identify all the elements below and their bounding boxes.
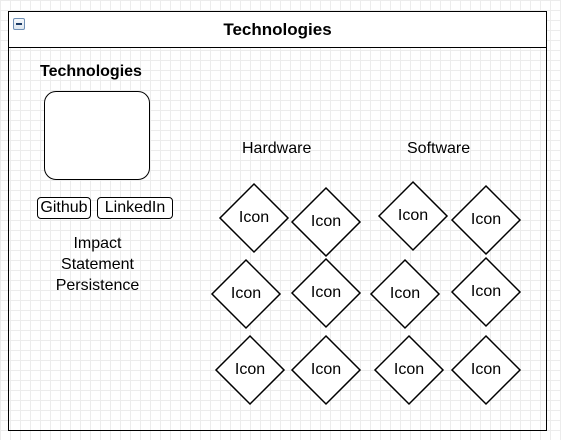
diamond-shape	[450, 256, 522, 328]
profile-image-placeholder	[44, 91, 150, 180]
hardware-icon-node[interactable]: Icon	[218, 182, 290, 254]
icon-label: Icon	[238, 209, 270, 226]
diamond-shape	[450, 334, 522, 406]
software-icon-node[interactable]: Icon	[369, 258, 441, 330]
diamond-shape	[290, 257, 362, 329]
container-header: Technologies	[9, 12, 546, 48]
icon-label: Icon	[470, 211, 502, 228]
statement-impact: Impact	[73, 235, 122, 252]
hardware-icon-node[interactable]: Icon	[290, 186, 362, 258]
software-icon-node[interactable]: Icon	[377, 180, 449, 252]
hardware-icon-node[interactable]: Icon	[290, 334, 362, 406]
diamond-shape	[377, 180, 449, 252]
diamond-shape	[210, 258, 282, 330]
software-icon-node[interactable]: Icon	[450, 334, 522, 406]
icon-label: Icon	[389, 285, 421, 302]
collapse-icon[interactable]	[13, 18, 25, 30]
github-button[interactable]: Github	[37, 197, 91, 219]
icon-label: Icon	[470, 283, 502, 300]
hardware-icon-node[interactable]: Icon	[290, 257, 362, 329]
diamond-shape	[373, 334, 445, 406]
hardware-icon-node[interactable]: Icon	[214, 334, 286, 406]
diamond-shape	[450, 184, 522, 256]
diamond-shape	[290, 334, 362, 406]
icon-label: Icon	[397, 207, 429, 224]
container-title: Technologies	[223, 20, 332, 39]
statement-persistence: Persistence	[55, 277, 140, 294]
linkedin-button[interactable]: LinkedIn	[97, 197, 173, 219]
icon-label: Icon	[230, 285, 262, 302]
diamond-shape	[218, 182, 290, 254]
software-heading: Software	[407, 140, 471, 157]
statement-statement: Statement	[61, 256, 134, 273]
icon-label: Icon	[234, 361, 266, 378]
icon-label: Icon	[310, 361, 342, 378]
software-icon-node[interactable]: Icon	[450, 184, 522, 256]
icon-label: Icon	[310, 284, 342, 301]
profile-heading: Technologies	[40, 63, 142, 80]
software-icon-node[interactable]: Icon	[373, 334, 445, 406]
technologies-container: Technologies	[8, 11, 547, 431]
diamond-shape	[214, 334, 286, 406]
icon-label: Icon	[393, 361, 425, 378]
hardware-heading: Hardware	[242, 140, 312, 157]
diamond-shape	[290, 186, 362, 258]
diamond-shape	[369, 258, 441, 330]
hardware-icon-node[interactable]: Icon	[210, 258, 282, 330]
software-icon-node[interactable]: Icon	[450, 256, 522, 328]
icon-label: Icon	[310, 213, 342, 230]
icon-label: Icon	[470, 361, 502, 378]
